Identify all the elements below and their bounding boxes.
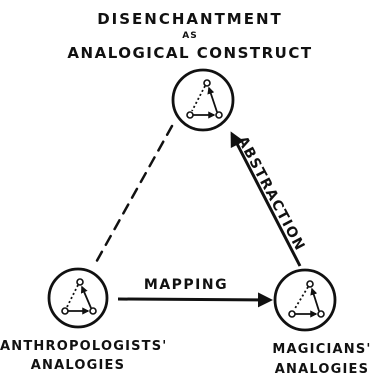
mapping-arrow: [117, 292, 273, 308]
top-node-title-line2: AS: [182, 31, 198, 41]
abstraction-arrow: [230, 131, 302, 267]
dashed-link-edge: [92, 124, 174, 268]
left-node-title-line2: ANALOGIES: [30, 358, 126, 373]
mapping-edge-label: MAPPING: [143, 277, 229, 293]
left-node-icon: [47, 267, 109, 329]
top-node-title-line1: DISENCHANTMENT: [97, 10, 283, 28]
right-node-icon: [273, 268, 337, 332]
top-node-title-line3: ANALOGICAL CONSTRUCT: [67, 44, 313, 62]
top-node-icon: [171, 68, 235, 132]
left-node-title-line1: ANTHROPOLOGISTS': [0, 339, 168, 354]
right-node-title-line1: MAGICIANS': [272, 342, 372, 357]
right-node-title-line2: ANALOGIES: [274, 362, 370, 377]
